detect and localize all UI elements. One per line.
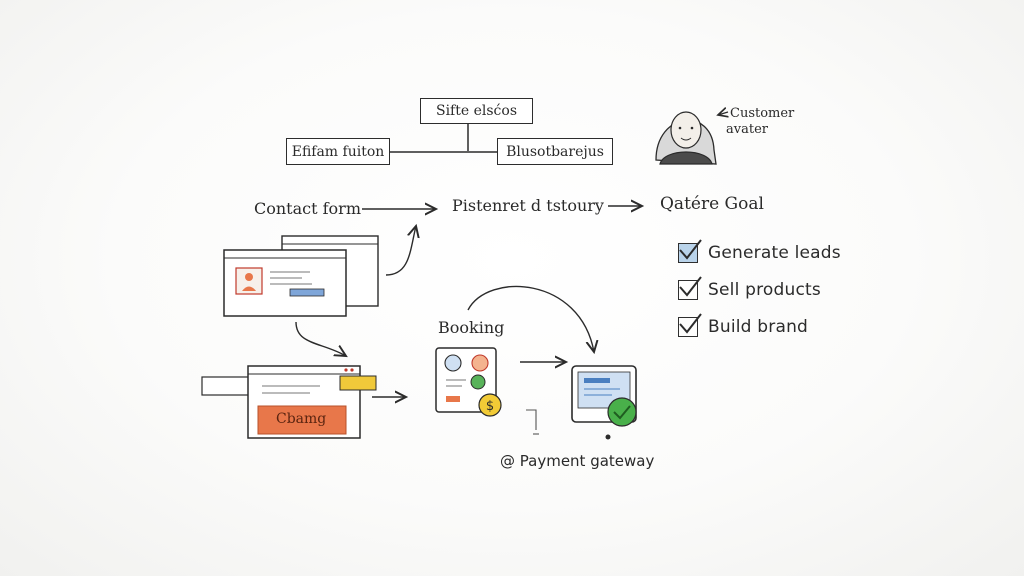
booking-button[interactable]: Cbamg	[276, 411, 327, 427]
booking-label: Booking	[438, 318, 505, 337]
svg-text:$: $	[486, 399, 494, 414]
customer-avatar-icon	[655, 112, 728, 165]
payment-device	[571, 365, 637, 440]
flow-arrows	[295, 206, 642, 397]
top-tree-lines	[388, 124, 498, 153]
booking-window	[201, 365, 377, 439]
customer-label: Customer	[730, 106, 795, 121]
contact-form-windows	[223, 235, 379, 317]
right-feature-box: Blusotbarejus	[497, 138, 613, 165]
checkbox-checked-icon	[678, 276, 702, 300]
site-structure-box: Sifte elsćos	[420, 98, 533, 124]
payment-gateway-label: @ Payment gateway	[500, 452, 655, 470]
journey-label: Pistenret d tstoury	[452, 196, 604, 215]
booking-app-card: $	[435, 347, 502, 417]
goal-item: Sell products	[678, 276, 821, 300]
goal-item: Generate leads	[678, 239, 841, 263]
checkbox-checked-icon	[678, 239, 702, 263]
customer-label-2: avater	[726, 122, 768, 137]
left-feature-box: Efifam fuiton	[286, 138, 390, 165]
contact-form-label: Contact form	[254, 199, 361, 218]
goal-item: Build brand	[678, 313, 808, 337]
cursor-icon	[526, 409, 539, 435]
checkbox-checked-icon	[678, 313, 702, 337]
goal-label: Qatére Goal	[660, 194, 764, 214]
